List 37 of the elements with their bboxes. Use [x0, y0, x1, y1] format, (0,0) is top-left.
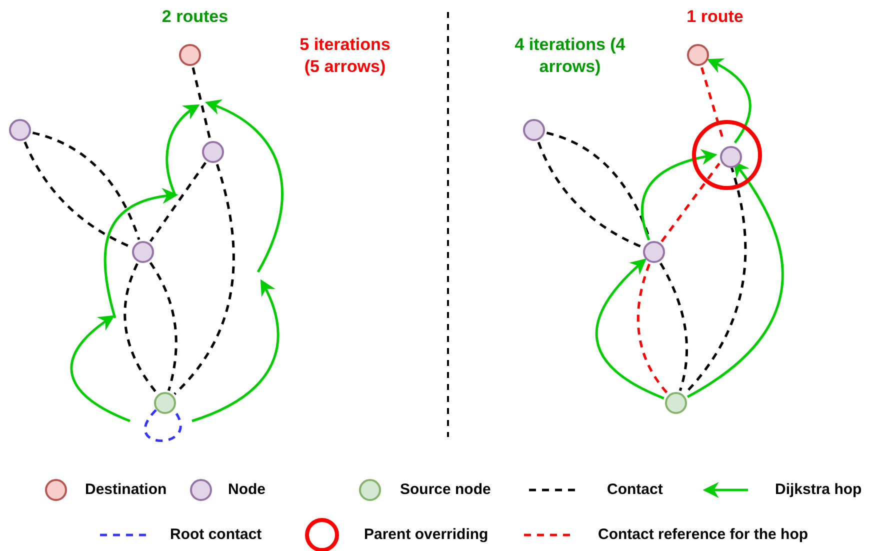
network-node: [9, 119, 31, 141]
contact-line: [32, 132, 140, 240]
contact-line: [149, 162, 207, 242]
source-node: [154, 392, 176, 414]
legend-label: Node: [228, 481, 266, 498]
annotation-text: 1 route: [686, 6, 744, 28]
source-node: [665, 392, 687, 414]
network-node: [720, 146, 742, 168]
legend-label: Dijkstra hop: [775, 481, 862, 498]
legend-label: Contact reference for the hop: [598, 526, 808, 543]
network-node: [132, 241, 154, 263]
legend-label: Contact: [607, 481, 663, 498]
contact-line: [660, 262, 688, 392]
network-node: [643, 241, 665, 263]
legend-label: Root contact: [170, 526, 262, 543]
contact-line: [174, 164, 235, 395]
contact-line: [192, 67, 212, 140]
network-node: [202, 141, 224, 163]
hop-arrow: [641, 150, 718, 240]
contact-line: [149, 262, 178, 391]
parent-overriding-circle: [692, 120, 762, 190]
hop-arrow: [596, 258, 664, 400]
legend-label: Source node: [400, 481, 491, 498]
annotation-text: 2 routes: [160, 6, 230, 28]
destination-node: [687, 44, 709, 66]
destination-node: [179, 44, 201, 66]
legend-label: Parent overriding: [364, 526, 488, 543]
annotation-text: 4 iterations (4 arrows): [514, 34, 626, 78]
hop-arrow: [706, 58, 752, 144]
contact-reference-line: [660, 162, 720, 242]
legend-label: Destination: [85, 481, 167, 498]
contact-line: [537, 142, 643, 248]
annotation-text: 5 iterations (5 arrows): [298, 34, 392, 78]
root-contact-loop: [144, 409, 182, 442]
network-node: [523, 119, 545, 141]
contact-line: [124, 263, 158, 394]
contact-reference-line: [636, 264, 668, 394]
